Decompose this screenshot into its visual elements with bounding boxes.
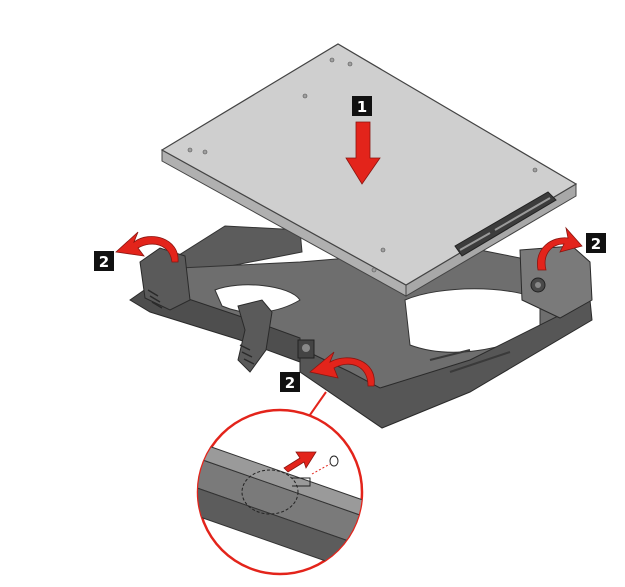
arrow-down-icon	[345, 121, 381, 185]
ssd-screw-holes	[187, 57, 538, 273]
step-2-right-group: 2	[537, 226, 606, 271]
step-2-center-badge	[280, 372, 300, 392]
step-2-left-group: 2	[94, 231, 179, 271]
magnified-guide-line	[311, 463, 331, 475]
magnified-pin-outline	[241, 469, 299, 515]
bracket-front-wall-right	[299, 299, 593, 429]
step-2-right-number: 2	[591, 235, 601, 253]
ssd-drive: 1	[160, 43, 578, 297]
magnified-detail	[196, 408, 364, 576]
bracket-center-pin-head	[302, 344, 310, 352]
step-1-badge	[352, 96, 372, 116]
magnified-hole	[329, 455, 339, 467]
step-2-left-number: 2	[99, 253, 109, 271]
step-1-number: 1	[357, 98, 367, 116]
bracket-left-clip-ribs	[239, 344, 255, 365]
sata-connector	[454, 191, 557, 257]
curved-arrow-icon	[115, 231, 179, 263]
step-2-center-group: 2	[280, 351, 375, 392]
step-2-right-badge	[586, 233, 606, 253]
bracket-slots	[429, 349, 511, 373]
arrow-right-icon	[283, 451, 317, 473]
magnified-bracket-rail	[198, 435, 362, 574]
bracket-left-latch-ribs	[147, 289, 163, 309]
magnified-pin-shaft	[292, 477, 311, 487]
bracket-left-clip	[237, 299, 273, 373]
bracket-left-latch	[139, 247, 191, 311]
curved-arrow-icon	[537, 226, 583, 271]
bracket-right-pin-center	[535, 282, 541, 288]
step-2-center-number: 2	[285, 374, 295, 392]
step-2-left-badge	[94, 251, 114, 271]
curved-arrow-icon	[309, 351, 375, 387]
